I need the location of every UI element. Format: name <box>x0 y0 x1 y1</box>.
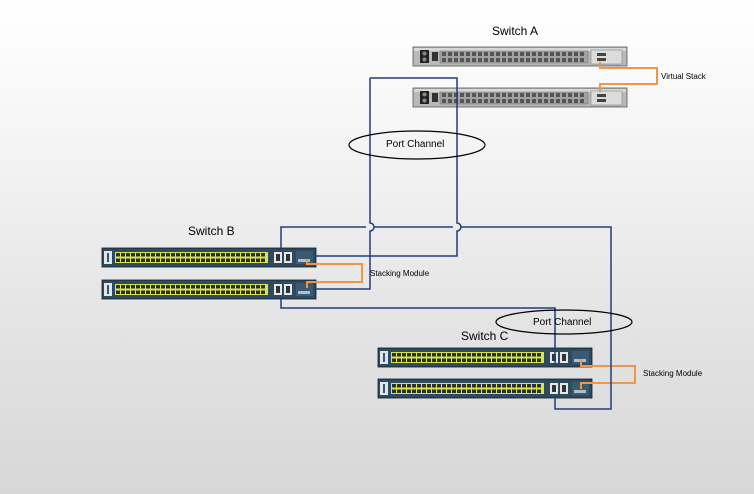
port-channel-ellipse-b-c <box>495 309 633 335</box>
virtual-stack-label: Virtual Stack <box>661 72 706 81</box>
port-channel-label-b-c: Port Channel <box>533 317 592 328</box>
port-channel-ellipse-a-b <box>348 130 486 160</box>
switch-b-stacking-label: Stacking Module <box>370 269 430 278</box>
link-a-to-b-left <box>315 78 375 290</box>
switch-c-label: Switch C <box>461 329 509 343</box>
switch-b-stacking-cable <box>306 259 363 288</box>
port-channel-label-a-b: Port Channel <box>386 139 445 150</box>
virtual-stack-cable <box>599 62 658 92</box>
switch-c-bottom-unit <box>377 378 593 399</box>
switch-c-top-unit <box>377 347 593 368</box>
switch-a-top-unit <box>412 46 628 67</box>
switch-b-bottom-unit <box>101 279 317 300</box>
switch-b-label: Switch B <box>188 224 235 238</box>
switch-c-stacking-label: Stacking Module <box>643 369 703 378</box>
switch-a-bottom-unit <box>412 87 628 108</box>
switch-a-label: Switch A <box>492 24 539 38</box>
link-b-to-c-right <box>280 226 612 410</box>
switch-c-stacking-cable <box>580 359 636 389</box>
switch-b-top-unit <box>101 247 317 268</box>
link-b-to-c-left <box>280 299 556 366</box>
port-channel-links <box>280 77 612 410</box>
